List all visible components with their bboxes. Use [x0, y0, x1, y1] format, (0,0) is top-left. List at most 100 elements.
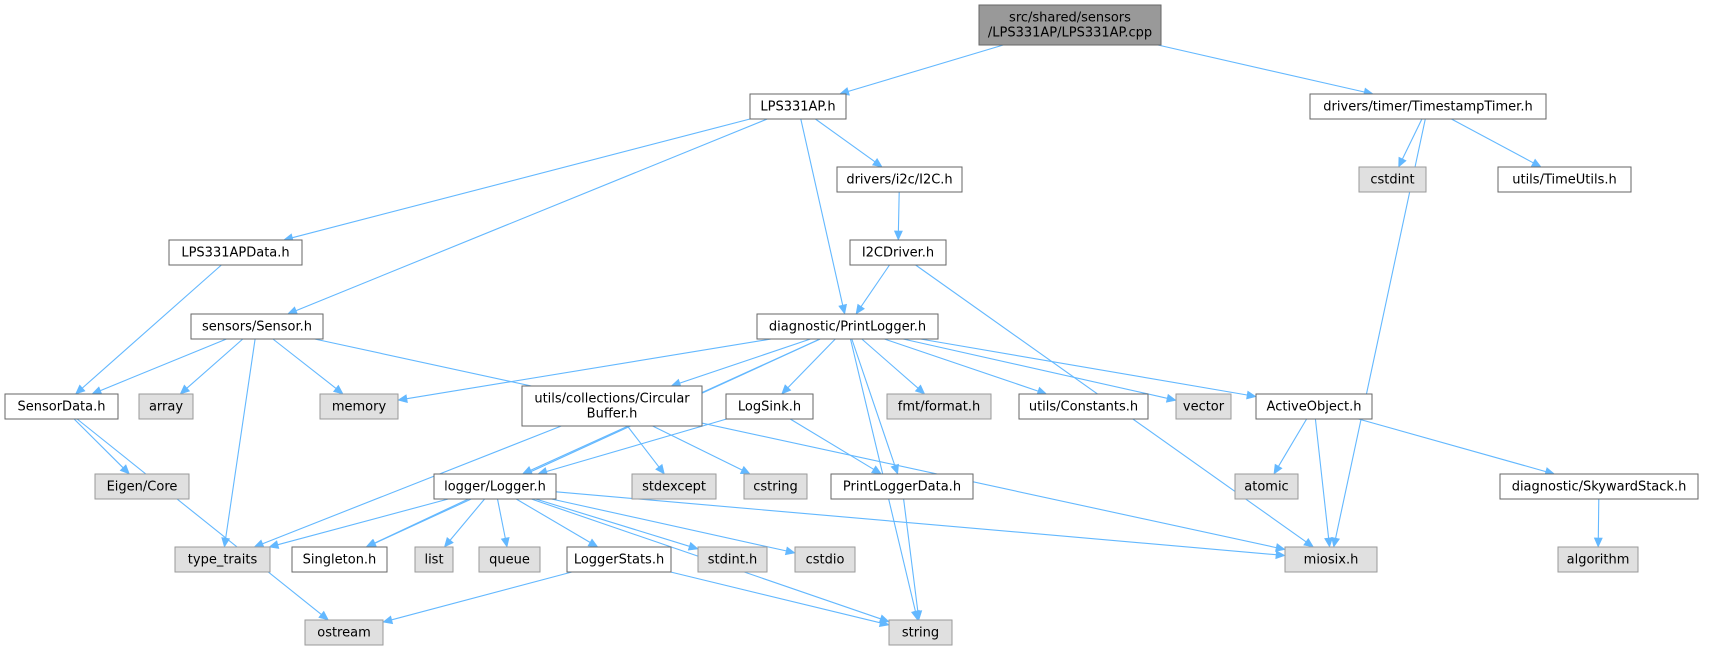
- node-printlogger-h[interactable]: diagnostic/PrintLogger.h: [756, 313, 939, 340]
- node-box: [749, 93, 847, 120]
- edge-line: [295, 118, 768, 312]
- node-singleton-h[interactable]: Singleton.h: [291, 546, 388, 573]
- edge-i2c_h-to-i2cdriver_h: [893, 191, 903, 241]
- edge-arrowhead: [1398, 156, 1407, 168]
- edge-sensor_h-to-type_traits: [221, 338, 256, 548]
- node-box: [978, 4, 1162, 46]
- edge-arrowhead: [1593, 537, 1603, 548]
- node-algorithm: algorithm: [1557, 546, 1639, 573]
- node-logger-h[interactable]: logger/Logger.h: [433, 473, 557, 500]
- node-box: [4, 393, 119, 420]
- node-sensordata-h[interactable]: SensorData.h: [4, 393, 119, 420]
- edge-line: [1358, 418, 1546, 473]
- edge-loggerstats_h-to-ostream: [382, 571, 573, 625]
- node-box: [304, 619, 384, 646]
- edge-lps331apdata_h-to-sensordata_h: [75, 264, 222, 395]
- edge-line: [449, 498, 486, 541]
- node-label: LogSink.h: [738, 400, 801, 415]
- node-label: PrintLoggerData.h: [843, 480, 961, 495]
- edge-line: [551, 498, 787, 552]
- edge-arrowhead: [1275, 543, 1286, 552]
- node-lps331ap-h[interactable]: LPS331AP.h: [749, 93, 847, 120]
- node-i2cdriver-h[interactable]: I2CDriver.h: [849, 239, 947, 266]
- edge-line: [262, 425, 562, 545]
- edge-line: [670, 571, 881, 624]
- edge-line: [100, 338, 227, 392]
- node-list: list: [414, 546, 454, 573]
- node-sensor-h[interactable]: sensors/Sensor.h: [190, 313, 324, 340]
- node-box: [1358, 166, 1427, 193]
- node-box: [168, 239, 303, 266]
- edge-activeobject_h-to-skywardstack_h: [1358, 418, 1556, 476]
- node-lps331apdata-h[interactable]: LPS331APData.h: [168, 239, 303, 266]
- edge-printlogger_h-to-printloggerdata_h: [851, 338, 899, 475]
- edge-sensor_h-to-miosix_h: [314, 338, 1286, 552]
- edge-line: [1451, 118, 1534, 164]
- edge-logger_h-to-loggerstats_h: [515, 498, 599, 548]
- edge-line: [626, 425, 660, 468]
- node-logsink-h[interactable]: LogSink.h: [725, 393, 814, 420]
- edge-line: [225, 338, 256, 539]
- edge-root-to-timestamptimer_h: [1157, 44, 1374, 97]
- edge-arrowhead: [1275, 550, 1286, 560]
- edge-arrowhead: [655, 463, 665, 475]
- edge-arrowhead: [397, 394, 408, 404]
- node-label: stdexcept: [642, 480, 706, 495]
- edge-sensor_h-to-memory: [272, 338, 344, 395]
- node-printloggerdata-h[interactable]: PrintLoggerData.h: [830, 473, 974, 500]
- node-label: LPS331APData.h: [181, 246, 289, 261]
- edge-line: [391, 571, 573, 621]
- edge-line: [555, 491, 1277, 556]
- edge-logger_h-to-cstdio: [551, 498, 796, 556]
- node-miosix-h: miosix.h: [1284, 546, 1378, 573]
- edge-line: [848, 44, 1004, 92]
- node-box: [1557, 546, 1639, 573]
- node-label: vector: [1183, 400, 1225, 415]
- node-timeutils-h[interactable]: utils/TimeUtils.h: [1497, 166, 1632, 193]
- edge-arrowhead: [318, 610, 329, 621]
- node-queue: queue: [478, 546, 541, 573]
- node-box: [433, 473, 557, 500]
- node-loggerstats-h[interactable]: LoggerStats.h: [566, 546, 672, 573]
- edge-lps331ap_h-to-i2c_h: [815, 118, 883, 168]
- edge-arrowhead: [739, 465, 751, 475]
- edge-skywardstack_h-to-algorithm: [1593, 498, 1603, 548]
- node-i2c-h[interactable]: drivers/i2c/I2C.h: [836, 166, 963, 193]
- edge-timestamptimer_h-to-cstdint: [1398, 118, 1423, 168]
- node-box: [849, 239, 947, 266]
- node-box: [888, 619, 953, 646]
- node-label: string: [902, 626, 939, 641]
- node-box: [836, 166, 963, 193]
- node-box: [794, 546, 856, 573]
- edge-logger_h-to-miosix_h: [555, 491, 1286, 560]
- file-nodes: src/shared/sensors/LPS331AP/LPS331AP.cpp…: [4, 4, 1699, 646]
- node-root[interactable]: src/shared/sensors/LPS331AP/LPS331AP.cpp: [978, 4, 1162, 46]
- node-cstdio: cstdio: [794, 546, 856, 573]
- edge-logger_h-to-type_traits: [268, 498, 449, 549]
- node-skywardstack-h[interactable]: diagnostic/SkywardStack.h: [1499, 473, 1699, 500]
- node-ostream: ostream: [304, 619, 384, 646]
- edge-activeobject_h-to-atomic: [1273, 418, 1308, 475]
- edge-line: [787, 338, 836, 388]
- edge-arrowhead: [221, 537, 231, 548]
- edge-sensor_h-to-array: [179, 338, 244, 395]
- node-box: [1499, 473, 1699, 500]
- node-constants-h[interactable]: utils/Constants.h: [1018, 393, 1149, 420]
- node-cstdint: cstdint: [1358, 166, 1427, 193]
- node-activeobject-h[interactable]: ActiveObject.h: [1255, 393, 1373, 420]
- edge-line: [789, 418, 874, 470]
- edge-arrowhead: [781, 384, 792, 395]
- edge-lps331ap_h-to-lps331apdata_h: [282, 118, 751, 242]
- edge-line: [292, 118, 751, 239]
- edge-arrowhead: [913, 610, 923, 621]
- node-label: drivers/i2c/I2C.h: [846, 173, 952, 188]
- node-label: memory: [332, 400, 387, 415]
- edge-arrowhead: [1530, 158, 1542, 168]
- edge-printlogger_h-to-memory: [397, 338, 772, 404]
- node-label: drivers/timer/TimestampTimer.h: [1323, 100, 1532, 115]
- edge-line: [277, 498, 449, 546]
- node-box: [697, 546, 768, 573]
- edge-line: [815, 118, 876, 163]
- node-timestamptimer-h[interactable]: drivers/timer/TimestampTimer.h: [1309, 93, 1547, 120]
